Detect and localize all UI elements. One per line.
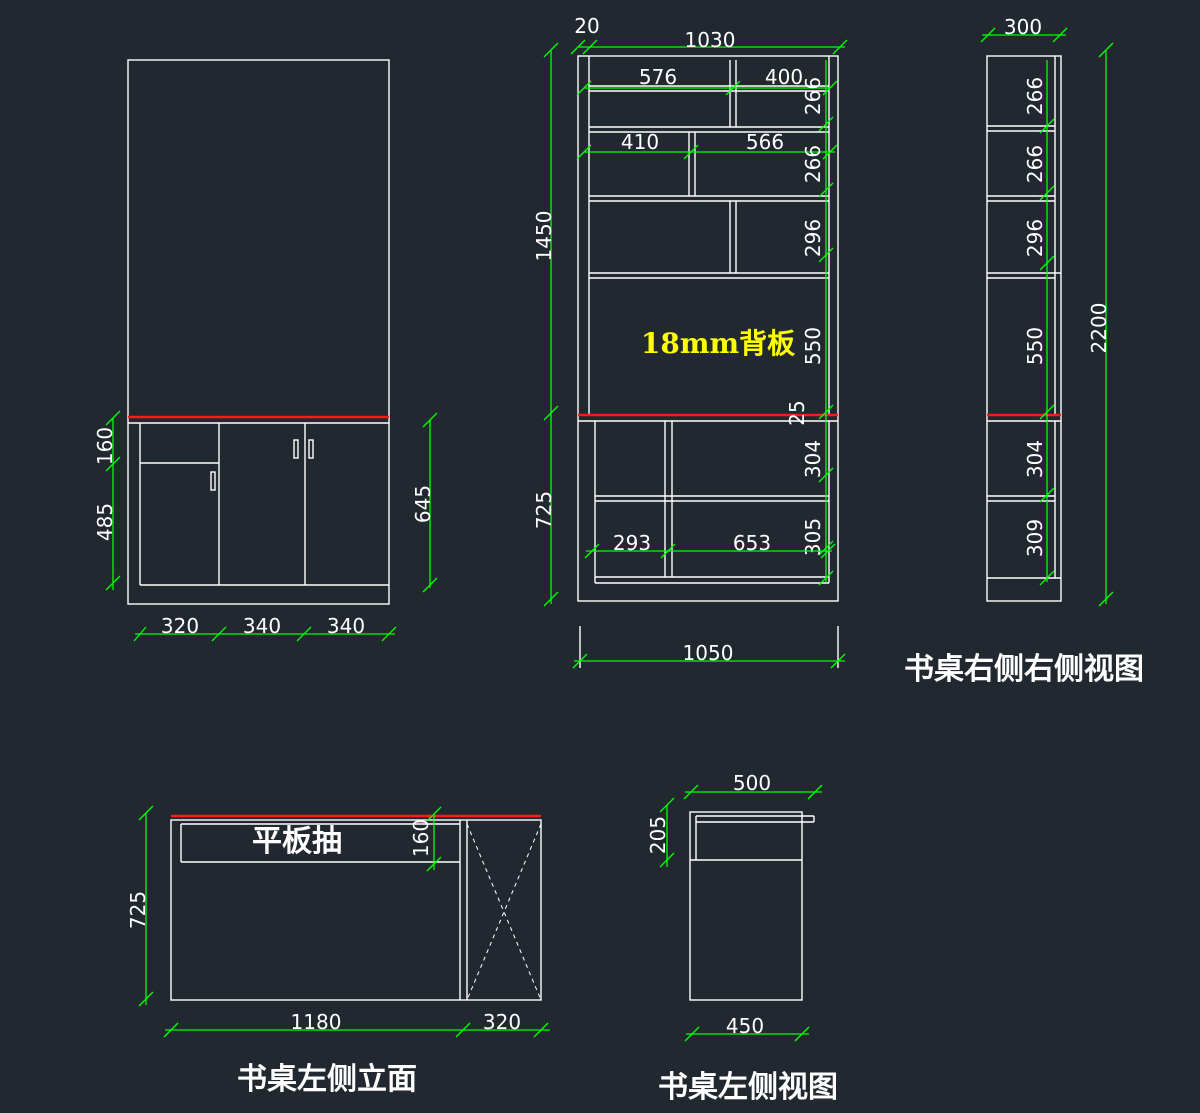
dim-right-410: 410 (621, 130, 659, 154)
dim-right-296: 296 (801, 219, 825, 257)
dim-right-725: 725 (532, 491, 556, 529)
dim-right-550: 550 (801, 327, 825, 365)
dim-side-2200: 2200 (1087, 303, 1111, 354)
title-right-view: 书桌右侧右侧视图 (904, 652, 1144, 687)
dim-right-566: 566 (746, 130, 784, 154)
back-panel-label: 18mm背板 (641, 327, 795, 360)
right-cabinet-outline (577, 55, 839, 602)
door-handle (293, 439, 299, 459)
dim-right-1030: 1030 (685, 28, 736, 52)
dim-desk-320: 320 (483, 1010, 521, 1034)
dim-right-1050: 1050 (683, 641, 734, 665)
dim-right-305: 305 (801, 518, 825, 556)
side-cabinet-outline (986, 55, 1062, 602)
drawer-label: 平板抽 (252, 824, 342, 859)
dim-front-340: 340 (327, 614, 365, 638)
dim-desk-160: 160 (409, 819, 433, 857)
front-cabinet-outline (127, 59, 390, 605)
dim-side-266: 266 (1023, 145, 1047, 183)
dim-front-645: 645 (411, 485, 435, 523)
door-handle (308, 439, 314, 459)
dim-right-293: 293 (613, 531, 651, 555)
dim-desk-1180: 1180 (291, 1010, 342, 1034)
dim-side-550: 550 (1023, 327, 1047, 365)
dim-right-304: 304 (801, 440, 825, 478)
dim-right-20: 20 (574, 14, 599, 38)
dim-desk-725: 725 (126, 891, 150, 929)
desk-left-elevation: 平板抽 160 725 1180 320 (126, 805, 550, 1038)
dim-front-160: 160 (93, 427, 117, 465)
dim-side-500: 500 (733, 771, 771, 795)
door-handle (210, 471, 216, 491)
dim-front-340: 340 (243, 614, 281, 638)
dim-side-304: 304 (1023, 440, 1047, 478)
dim-right-400: 400 (765, 65, 803, 89)
dim-front-320: 320 (161, 614, 199, 638)
desk-left-side-view: 500 205 450 (646, 771, 823, 1042)
dim-side-205: 205 (646, 816, 670, 854)
dim-right-25: 25 (785, 400, 809, 425)
side-section-view: 300 266 266 296 550 304 309 2200 (980, 15, 1114, 607)
title-left-side-view: 书桌左侧视图 (658, 1070, 838, 1105)
right-elevation-view: 18mm背板 20 1030 576 400 410 566 266 266 2… (532, 14, 848, 669)
title-left-elevation: 书桌左侧立面 (237, 1062, 417, 1097)
dim-side-309: 309 (1023, 519, 1047, 557)
dim-side-300: 300 (1004, 15, 1042, 39)
dim-side-296: 296 (1023, 219, 1047, 257)
desk-outline (170, 819, 542, 1001)
dim-right-266: 266 (801, 145, 825, 183)
front-elevation-view: 160 485 645 320 340 340 (93, 59, 438, 642)
dim-right-1450: 1450 (532, 211, 556, 262)
dim-side-450: 450 (726, 1014, 764, 1038)
dim-front-485: 485 (93, 503, 117, 541)
dim-side-266: 266 (1023, 77, 1047, 115)
dim-right-266: 266 (801, 77, 825, 115)
dim-right-653: 653 (733, 531, 771, 555)
dim-right-576: 576 (639, 65, 677, 89)
desk-side-outline (689, 811, 803, 1001)
